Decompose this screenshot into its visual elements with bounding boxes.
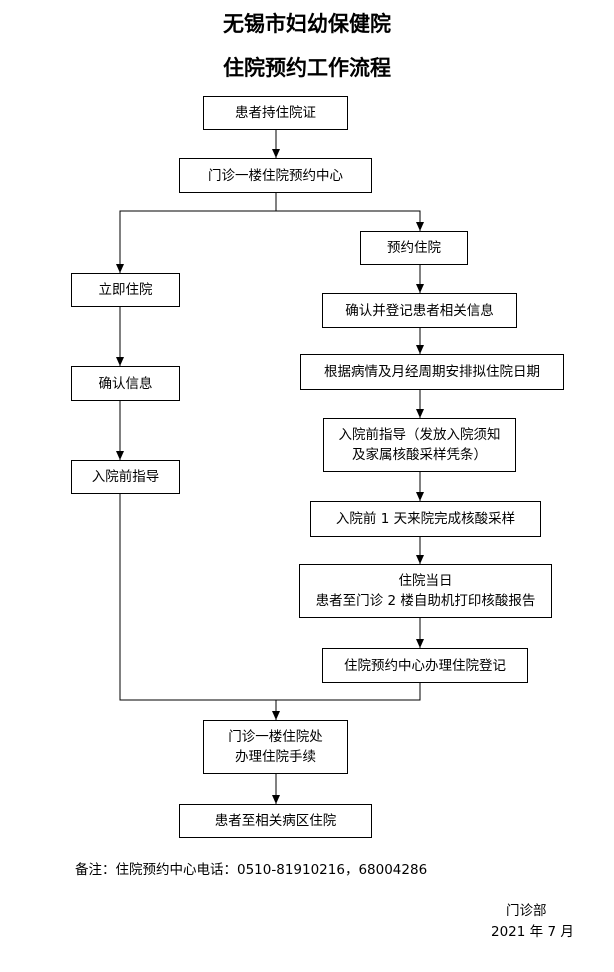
- step-label: 住院预约中心办理住院登记: [344, 657, 506, 674]
- step-label-line-1: 入院前指导（发放入院须知: [338, 427, 501, 443]
- step-go-to-ward: 患者至相关病区住院: [179, 804, 372, 838]
- step-schedule-date: 根据病情及月经周期安排拟住院日期: [300, 354, 564, 390]
- step-admission-day: 住院当日 患者至门诊 2 楼自助机打印核酸报告: [299, 564, 552, 618]
- step-label-line-1: 门诊一楼住院处: [228, 729, 323, 745]
- step-book-admission: 预约住院: [360, 231, 468, 265]
- step-label-line-2: 及家属核酸采样凭条）: [352, 447, 487, 463]
- step-pre-admission-guide-right: 入院前指导（发放入院须知 及家属核酸采样凭条）: [323, 418, 516, 472]
- step-label-line-2: 办理住院手续: [235, 749, 316, 765]
- step-label: 根据病情及月经周期安排拟住院日期: [324, 364, 540, 380]
- title-line-1: 无锡市妇幼保健院: [223, 11, 391, 36]
- step-label: 确认并登记患者相关信息: [345, 302, 494, 319]
- step-label: 立即住院: [98, 282, 153, 298]
- step-center-registration: 住院预约中心办理住院登记: [322, 648, 528, 683]
- step-immediate-admission: 立即住院: [71, 273, 180, 307]
- step-nucleic-sampling: 入院前 1 天来院完成核酸采样: [310, 501, 541, 537]
- title-line-2: 住院预约工作流程: [223, 55, 391, 80]
- step-label-line-2: 患者至门诊 2 楼自助机打印核酸报告: [315, 593, 536, 609]
- step-label: 入院前指导: [91, 469, 160, 485]
- step-verify-register: 确认并登记患者相关信息: [322, 293, 517, 328]
- step-label: 患者持住院证: [235, 105, 316, 121]
- step-label: 患者至相关病区住院: [214, 813, 337, 829]
- step-appointment-center: 门诊一楼住院预约中心: [179, 158, 372, 193]
- footer-note: 备注：住院预约中心电话：0510-81910216，68004286: [75, 862, 428, 878]
- footer-date: 2021 年 7 月: [491, 924, 574, 940]
- step-admission-office: 门诊一楼住院处 办理住院手续: [203, 720, 348, 774]
- step-label: 入院前 1 天来院完成核酸采样: [335, 511, 516, 527]
- step-label-line-1: 住院当日: [398, 573, 453, 589]
- step-hold-admission-card: 患者持住院证: [203, 96, 348, 130]
- step-label: 预约住院: [387, 240, 441, 256]
- step-confirm-info: 确认信息: [71, 366, 180, 401]
- footer-department: 门诊部: [506, 903, 547, 919]
- step-label: 确认信息: [98, 375, 153, 392]
- step-label: 门诊一楼住院预约中心: [208, 167, 343, 184]
- step-pre-admission-guide-left: 入院前指导: [71, 460, 180, 494]
